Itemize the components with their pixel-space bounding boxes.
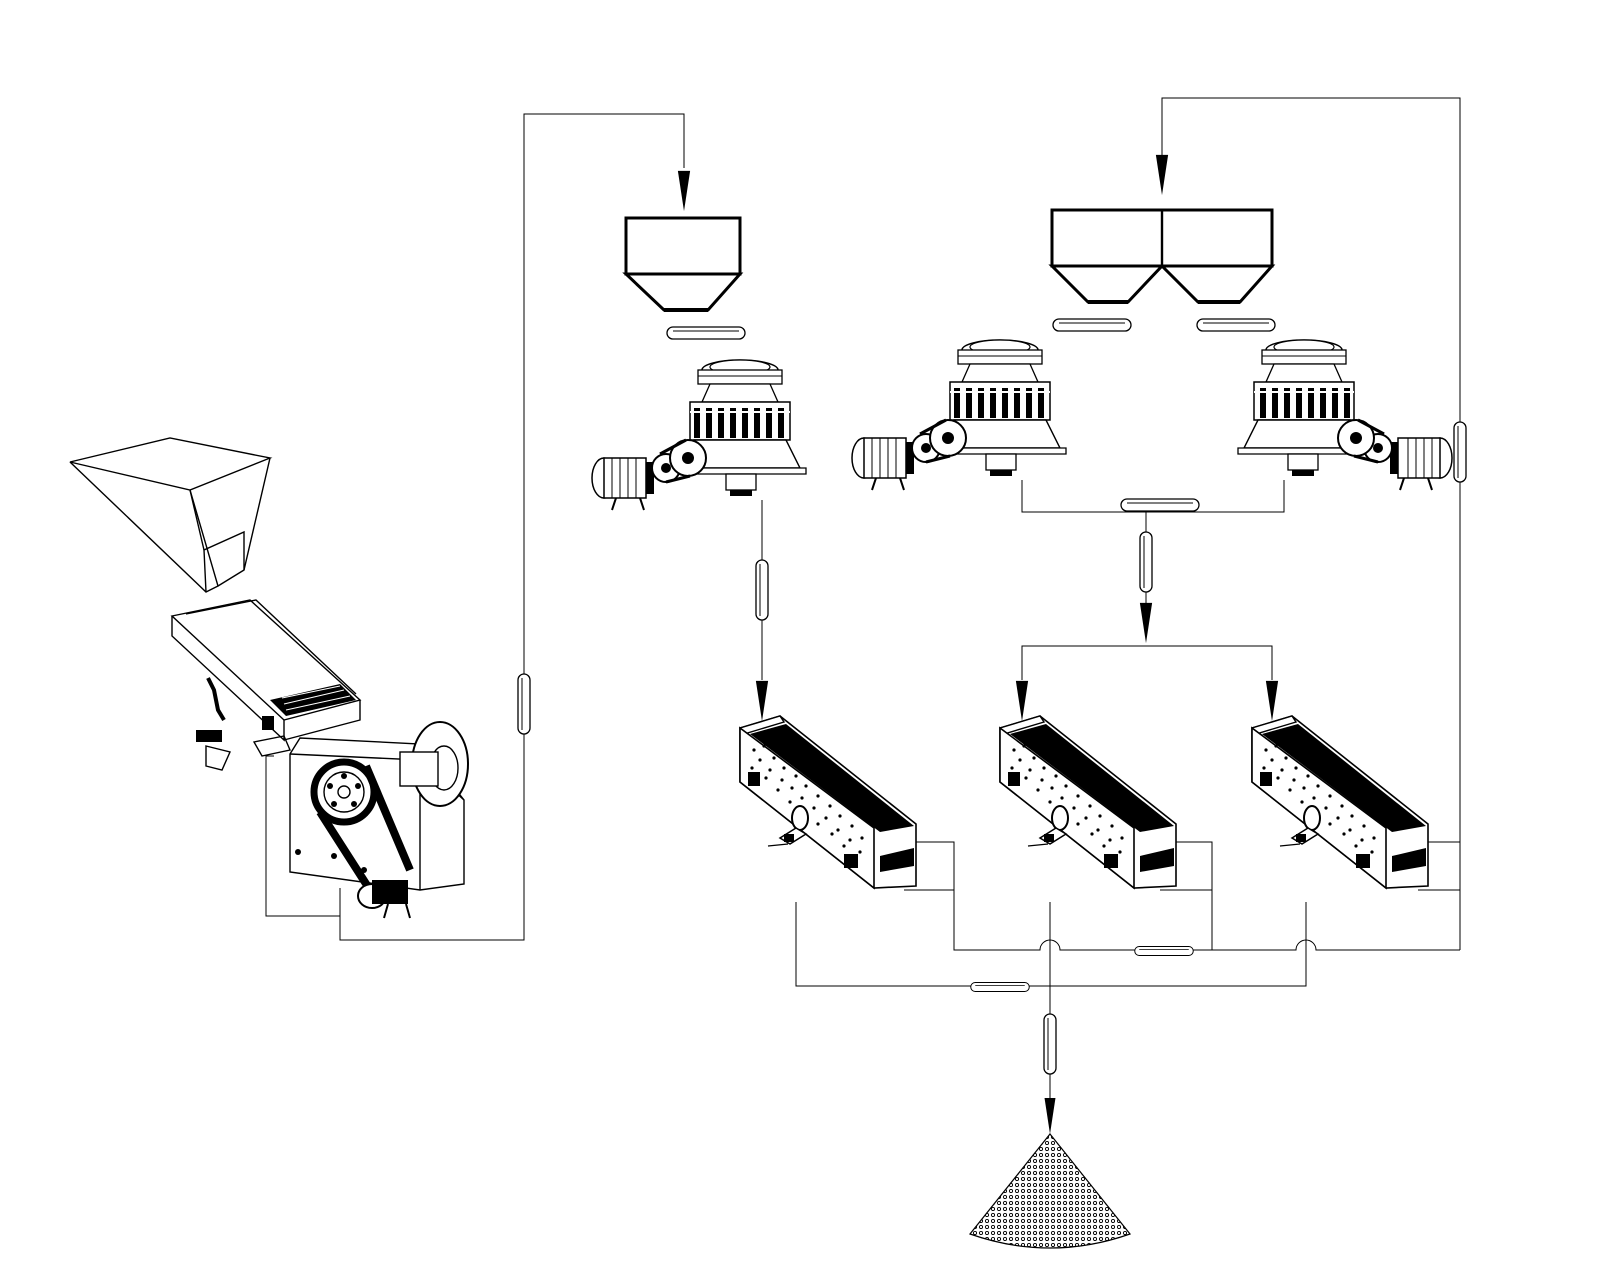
vibrating-screen-icon: [999, 715, 1177, 889]
stockpile-icon: [969, 1133, 1131, 1249]
cone-crusher-icon: [1236, 338, 1454, 492]
hopper-icon: [69, 437, 273, 593]
vibrating-screen-icon: [739, 715, 917, 889]
double-bin-icon: [1048, 208, 1276, 304]
flow-lines: [265, 97, 1461, 1100]
jaw-crusher-icon: [289, 721, 469, 919]
bin-icon: [622, 216, 744, 312]
cone-crusher-icon: [590, 358, 808, 512]
cone-crusher-icon: [850, 338, 1068, 492]
vibrating-feeder-icon: [170, 599, 362, 771]
vibrating-screen-icon: [1251, 715, 1429, 889]
